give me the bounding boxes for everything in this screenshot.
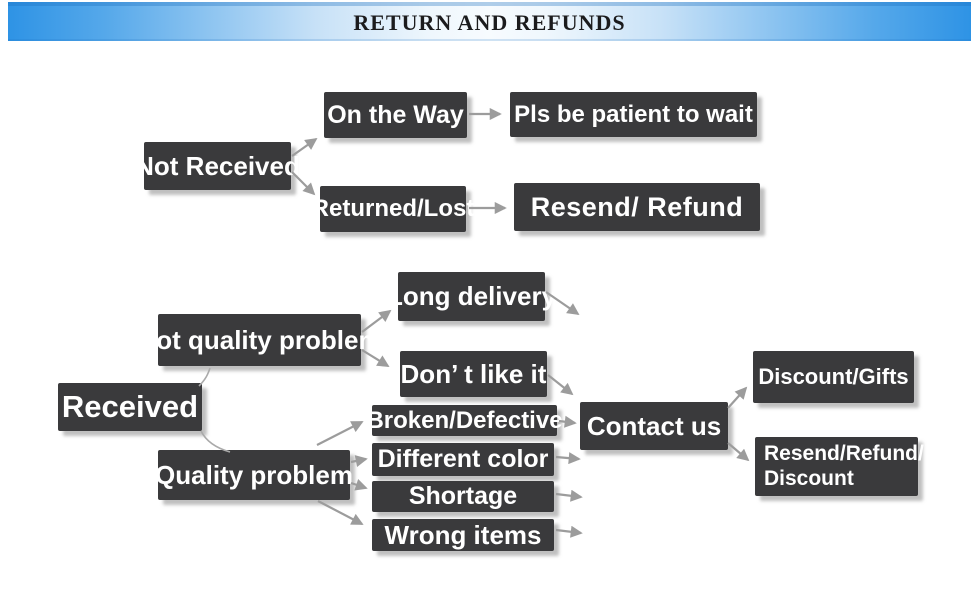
node-not-quality-problem: Not quality problem (137, 314, 382, 366)
arrow-dont-like-to-contact-us (547, 374, 574, 396)
node-dont-like-it: Don’ t like it (400, 351, 547, 397)
arrow-different-color-out (555, 452, 581, 465)
arrow-quality-to-shortage (350, 479, 368, 491)
arrow-quality-to-different-color (350, 455, 368, 467)
node-wrong-items: Wrong items (372, 519, 554, 551)
arrow-shortage-out (555, 489, 583, 502)
node-resend-refund-discount: Resend/Refund/ Discount (755, 437, 924, 496)
node-broken-defective: Broken/Defective (366, 405, 563, 436)
arrow-wrong-items-out (555, 525, 583, 538)
arrow-quality-to-broken (316, 421, 364, 446)
node-pls-be-patient-to-wait: Pls be patient to wait (510, 92, 757, 137)
node-returned-lost: Returned/Lost (312, 186, 474, 232)
node-contact-us: Contact us (580, 402, 728, 450)
node-received: Received (58, 383, 202, 431)
page-title: RETURN AND REFUNDS (353, 9, 626, 35)
node-on-the-way: On the Way (324, 92, 467, 138)
title-banner: RETURN AND REFUNDS (8, 2, 971, 41)
node-not-received: Not Received (135, 142, 300, 190)
node-discount-gifts: Discount/Gifts (753, 351, 914, 403)
node-different-color: Different color (372, 443, 554, 476)
line-received-to-quality-problem (200, 430, 231, 453)
arrow-contact-us-to-resend-refund-discount (727, 442, 750, 462)
node-resend-refund: Resend/ Refund (514, 183, 760, 231)
node-shortage: Shortage (372, 481, 554, 512)
arrow-quality-to-wrong-items (317, 500, 364, 525)
arrow-contact-us-to-discount-gifts (727, 386, 748, 409)
node-long-delivery: Long delivery (387, 272, 556, 321)
node-quality-problem: Quality problem (155, 450, 353, 500)
